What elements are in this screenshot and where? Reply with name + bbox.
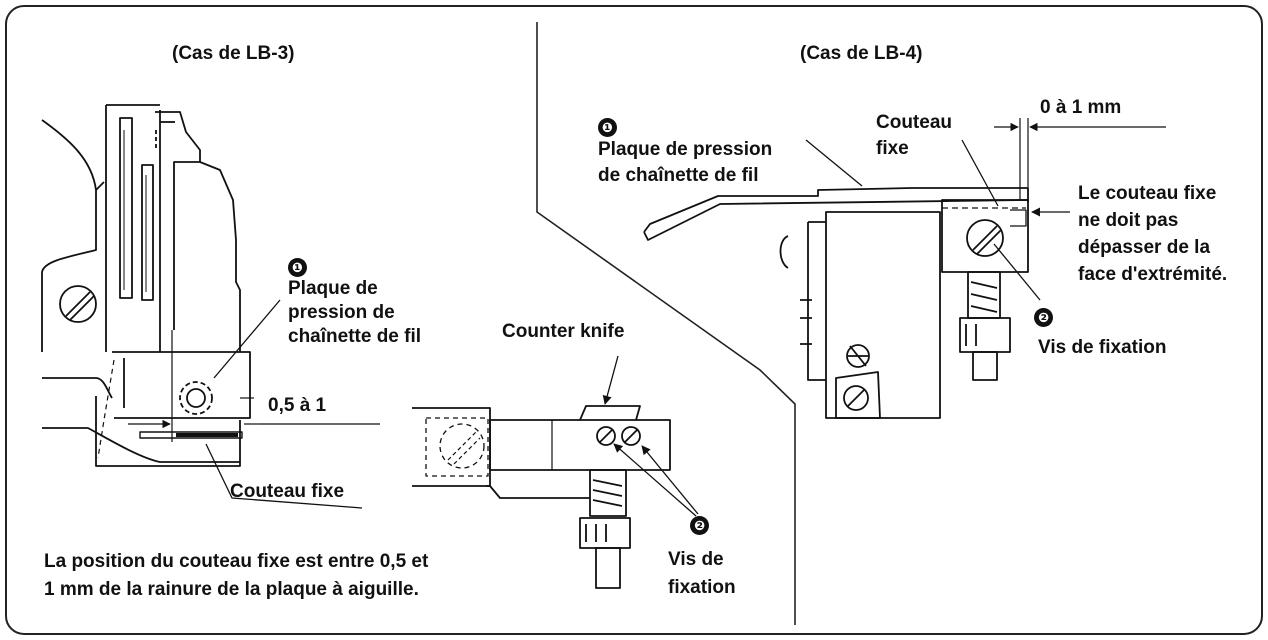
lb3-position-note: La position du couteau fixe est entre 0,…: [44, 551, 429, 600]
marker-2-icon: ❷: [690, 516, 709, 535]
lb4-screw-label: Vis de fixation: [1038, 337, 1167, 358]
lb3-gap-dimension: 0,5 à 1: [268, 395, 327, 416]
marker-1-icon: ❶: [288, 258, 307, 277]
counter-knife-label: Counter knife: [502, 321, 625, 342]
panel-divider: [536, 22, 796, 625]
lb4-marker-2: ❷: [1034, 306, 1053, 330]
middle-screw-label: Vis de fixation: [668, 549, 736, 598]
lb4-heading: (Cas de LB-4): [800, 43, 923, 64]
marker-1-icon: ❶: [598, 118, 617, 137]
outer-border: [5, 5, 1263, 635]
lb3-fixed-knife-label: Couteau fixe: [230, 481, 345, 502]
middle-marker-2: ❷: [690, 514, 709, 538]
lb4-gap-dimension: 0 à 1 mm: [1040, 97, 1122, 118]
lb4-warning-note: Le couteau fixe ne doit pas dépasser de …: [1078, 183, 1228, 285]
marker-2-icon: ❷: [1034, 308, 1053, 327]
lb3-heading: (Cas de LB-3): [172, 43, 295, 64]
lb4-drawing: [643, 118, 1166, 419]
lb3-drawing: [41, 104, 380, 509]
counter-knife-drawing: [412, 355, 699, 589]
lb4-knife-label: Couteau fixe: [876, 112, 952, 159]
